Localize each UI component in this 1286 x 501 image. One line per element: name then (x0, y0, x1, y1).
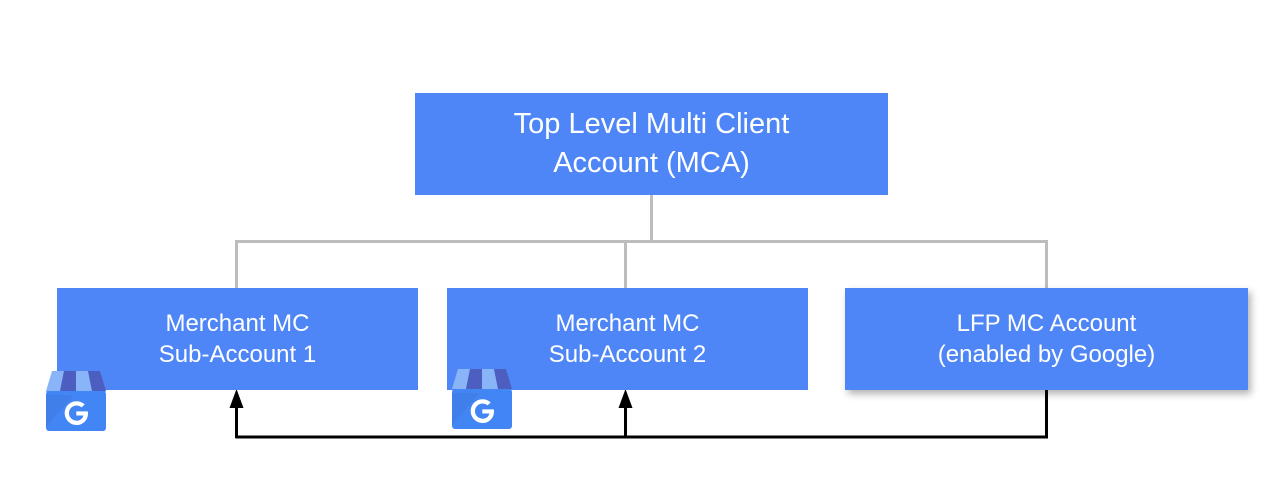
feed-arrowhead-sub2 (618, 389, 633, 408)
node-merchant-sub-account-2-label: Merchant MC Sub-Account 2 (548, 310, 707, 368)
node-merchant-sub-account-1-label: Merchant MC Sub-Account 1 (158, 310, 317, 368)
google-my-business-icon (452, 369, 512, 429)
node-top-level-mca-label: Top Level Multi Client Account (MCA) (513, 108, 790, 179)
node-lfp-mc-account-label: LFP MC Account (enabled by Google) (937, 310, 1156, 368)
feed-arrowhead-sub1 (229, 389, 244, 408)
node-merchant-sub-account-1[interactable]: Merchant MC Sub-Account 1 (57, 288, 418, 390)
node-lfp-mc-account[interactable]: LFP MC Account (enabled by Google) (845, 288, 1248, 390)
google-my-business-icon (46, 371, 106, 431)
node-top-level-mca[interactable]: Top Level Multi Client Account (MCA) (415, 93, 888, 195)
